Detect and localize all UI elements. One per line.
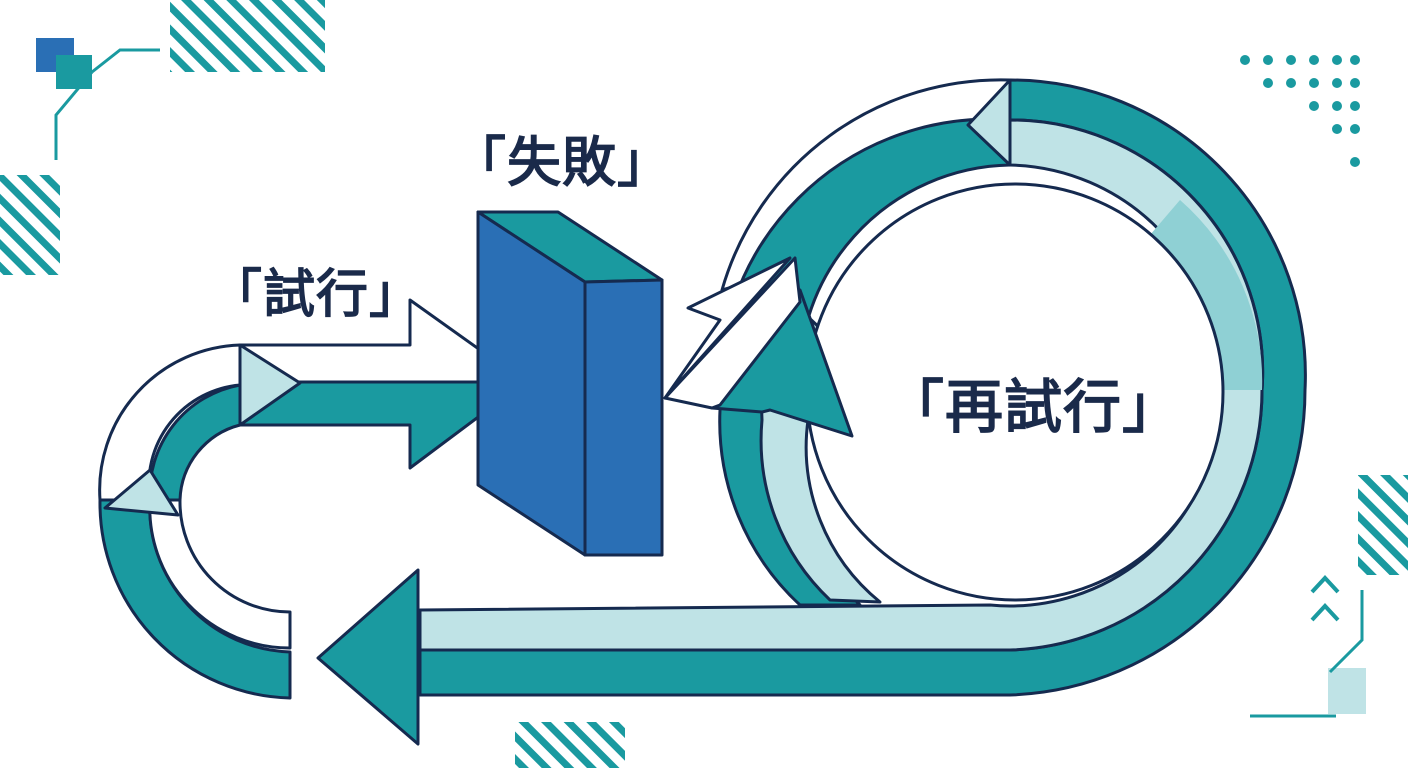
decor-bottom-right	[1250, 475, 1408, 718]
deflect-arrow-base	[663, 256, 792, 400]
try-path	[98, 298, 527, 700]
stripe-block-top	[170, 0, 325, 72]
chevron-up-icon-2	[1310, 603, 1340, 622]
stripe-block-left	[0, 175, 60, 275]
hook-inner-white	[148, 498, 292, 650]
failure-block	[476, 210, 664, 557]
decor-top-left	[0, 0, 325, 275]
retry-label: 「再試行」	[886, 373, 1182, 441]
return-arrowhead	[316, 568, 420, 746]
fail-label: 「失敗」	[452, 131, 672, 194]
stripe-block-right	[1358, 475, 1408, 575]
deflect-arrow	[663, 256, 802, 410]
square-teal-icon	[56, 55, 92, 89]
square-light-icon	[1328, 668, 1366, 714]
stripe-block-bottom	[515, 722, 625, 768]
block-side	[583, 278, 664, 557]
hook-arrowhead-top	[238, 343, 302, 427]
hook-arrowhead-left	[103, 468, 180, 517]
loop-mid-band	[1150, 200, 1263, 390]
dot-grid	[1240, 55, 1360, 167]
loop-top-arrowhead	[966, 78, 1012, 167]
chevron-up-icon	[1310, 575, 1340, 594]
retry-loop	[316, 78, 1307, 746]
circuit-line-bottom-right	[1328, 590, 1364, 674]
try-label: 「試行」	[210, 265, 423, 325]
circuit-line-top-left	[91, 48, 160, 74]
circuit-line-left	[54, 71, 94, 160]
